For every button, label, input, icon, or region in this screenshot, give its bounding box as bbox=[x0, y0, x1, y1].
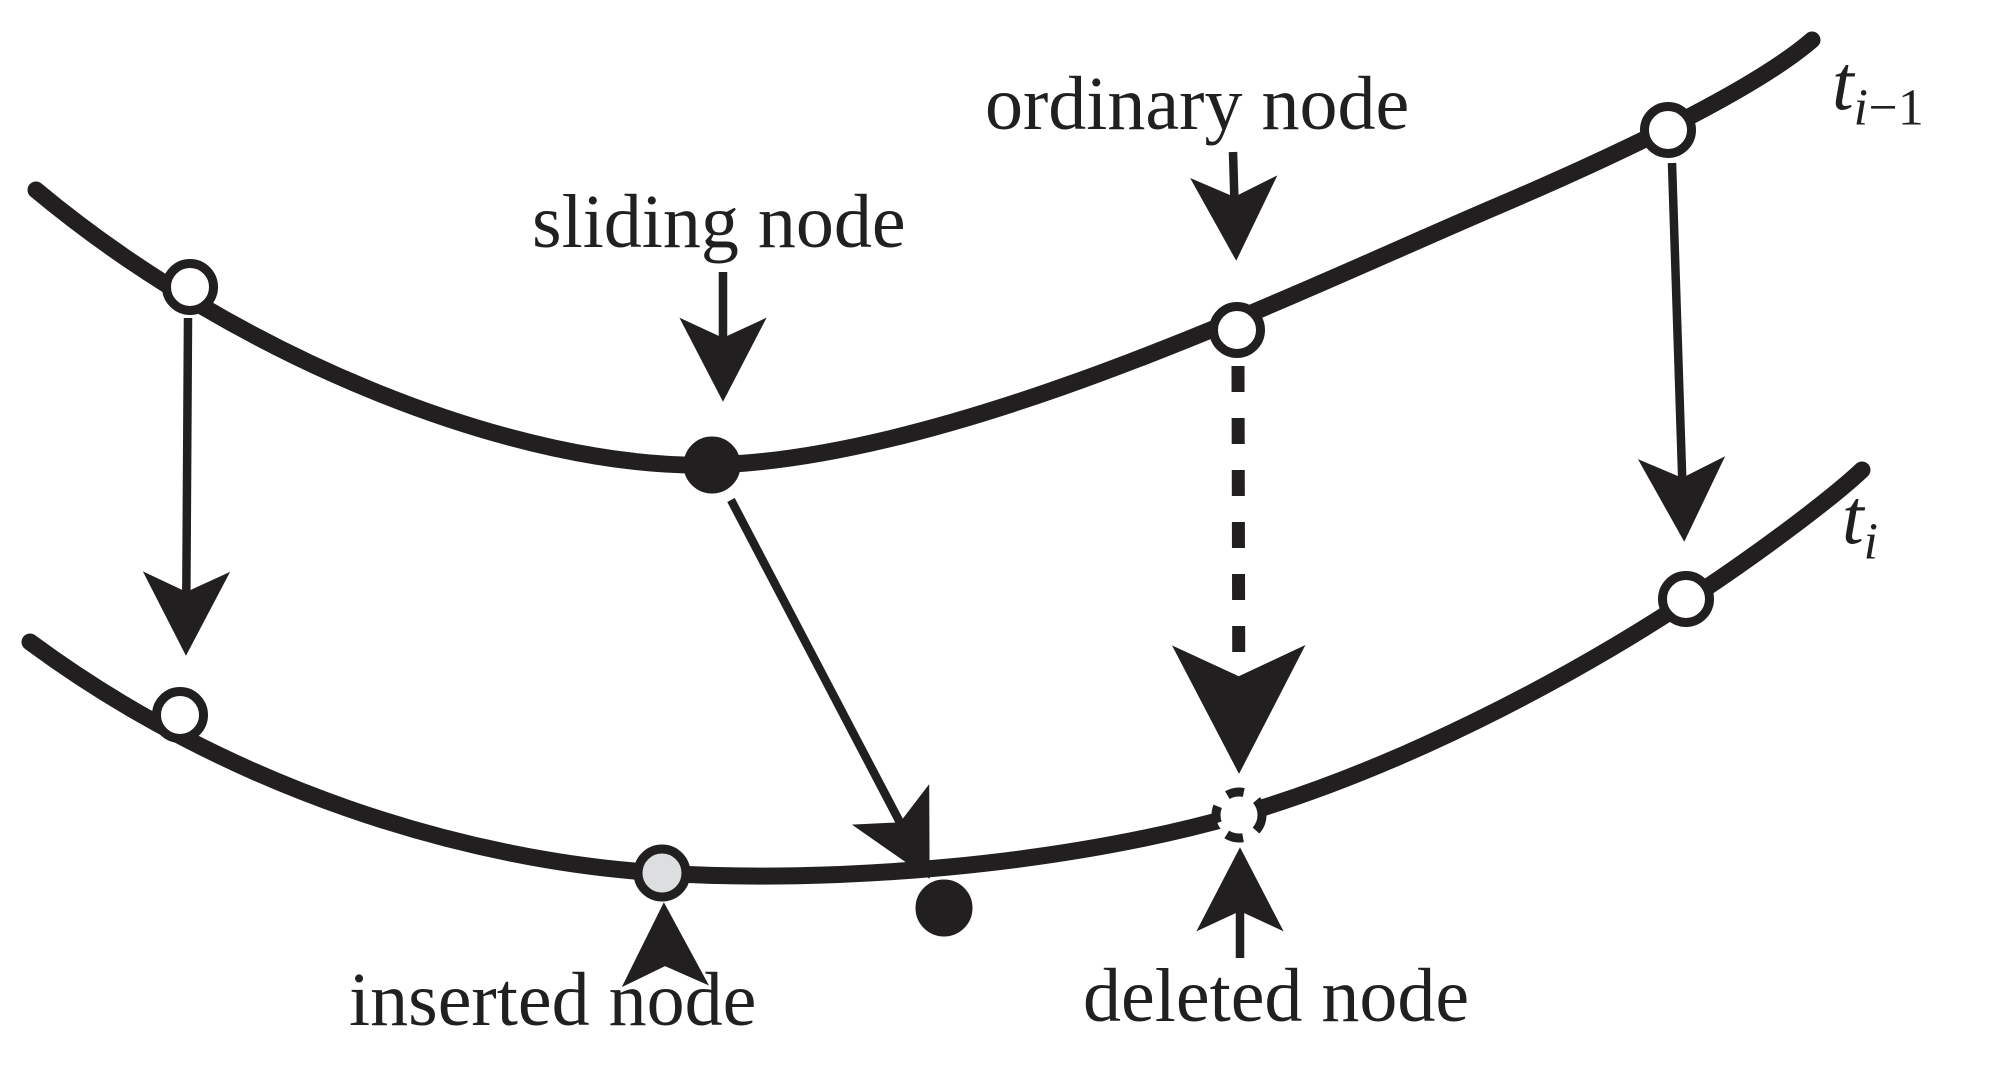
time-symbol-base: t bbox=[1842, 473, 1864, 560]
time-symbol-base: t bbox=[1832, 39, 1854, 126]
time-symbol-subscript: i−1 bbox=[1854, 79, 1925, 136]
label-time-level-previous: ti−1 bbox=[1832, 44, 1924, 134]
pointer-ordinary-node bbox=[1190, 151, 1278, 261]
label-inserted-node: inserted node bbox=[349, 958, 757, 1042]
curve-t-i-minus-1 bbox=[27, 31, 1821, 474]
label-ordinary-node: ordinary node bbox=[985, 62, 1410, 146]
label-deleted-node: deleted node bbox=[1083, 954, 1470, 1038]
subscript-offset: 1 bbox=[1898, 79, 1925, 137]
pointer-inserted-node bbox=[621, 902, 710, 988]
node-slid-filled bbox=[915, 879, 973, 937]
subscript-index: i bbox=[1853, 79, 1869, 137]
node-lower-left-open bbox=[152, 687, 208, 743]
time-symbol-subscript: i bbox=[1863, 513, 1879, 571]
connector-slide-arrow bbox=[727, 498, 930, 879]
node-deleted-dashed bbox=[1211, 787, 1267, 843]
connector-left-drop bbox=[142, 317, 231, 656]
node-ordinary-open bbox=[1209, 302, 1265, 358]
node-upper-left-open bbox=[162, 259, 218, 315]
node-upper-right-open bbox=[1640, 102, 1696, 158]
node-lower-right-open bbox=[1658, 571, 1714, 627]
curve-t-i bbox=[21, 461, 1871, 885]
label-time-level-current: ti bbox=[1842, 478, 1879, 568]
connector-delete-arrow bbox=[1171, 365, 1306, 774]
node-sliding-filled bbox=[683, 436, 741, 494]
label-sliding-node: sliding node bbox=[532, 180, 906, 264]
connector-right-drop bbox=[1637, 162, 1726, 542]
subscript-operator: − bbox=[1868, 79, 1899, 137]
node-inserted-grey bbox=[633, 844, 691, 902]
